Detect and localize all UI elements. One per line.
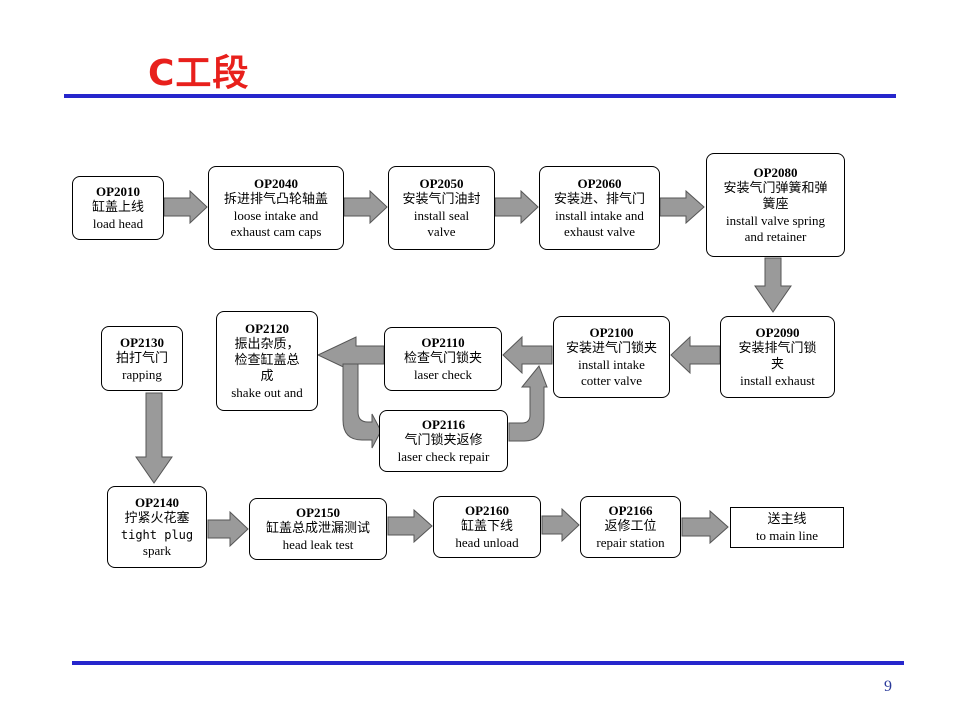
top-divider xyxy=(64,94,896,98)
step-name-en: shake out and xyxy=(231,385,303,400)
step-name-en: install intake and xyxy=(555,208,644,223)
op-code: OP2160 xyxy=(464,503,510,518)
step-name-zh: 检查气门锁夹 xyxy=(403,351,482,366)
step-name-en: repair station xyxy=(596,535,665,550)
step-name-zh: 拆进排气凸轮轴盖 xyxy=(223,192,328,207)
arrow-2130-2140 xyxy=(135,392,173,484)
step-name-zh: 返修工位 xyxy=(604,519,657,534)
step-name-en: install exhaust xyxy=(740,373,815,388)
op-code: OP2110 xyxy=(421,335,465,350)
step-op2080: OP2080 安装气门弹簧和弹 簧座 install valve spring … xyxy=(706,153,845,257)
arrow-2116-2100 xyxy=(508,365,548,442)
arrow-2110-2116 xyxy=(342,363,382,449)
op-code: OP2166 xyxy=(608,503,653,518)
step-name-en: laser check xyxy=(413,367,473,382)
step-op2120: OP2120 振出杂质， 检查缸盖总 成 shake out and xyxy=(216,311,318,411)
step-op2166: OP2166 返修工位 repair station xyxy=(580,496,681,558)
step-name-zh: 安装进、排气门 xyxy=(553,192,645,207)
step-name-zh: 安装气门油封 xyxy=(402,192,481,207)
step-name-en: to main line xyxy=(755,527,819,543)
step-op2040: OP2040 拆进排气凸轮轴盖 loose intake and exhaust… xyxy=(208,166,344,250)
op-code: OP2120 xyxy=(244,321,290,336)
step-name-en: rapping xyxy=(122,366,162,382)
step-name-en: spark xyxy=(142,543,172,558)
step-op2100: OP2100 安装进气门锁夹 install intake cotter val… xyxy=(553,316,670,398)
step-name-zh: 拍打气门 xyxy=(115,350,168,366)
step-name-en: load head xyxy=(92,216,144,231)
arrow-2080-2090 xyxy=(754,257,792,313)
step-name-en: tight plug xyxy=(120,528,194,542)
step-name-en: install valve spring xyxy=(726,213,825,228)
op-code: OP2130 xyxy=(119,334,165,350)
step-op2060: OP2060 安装进、排气门 install intake and exhaus… xyxy=(539,166,660,250)
step-name-en: exhaust valve xyxy=(563,224,636,239)
step-op2130: OP2130 拍打气门 rapping xyxy=(101,326,183,391)
arrow-2150-2160 xyxy=(387,508,433,544)
step-name-zh: 送主线 xyxy=(767,511,807,527)
step-op2010: OP2010 缸盖上线 load head xyxy=(72,176,164,240)
slide-title: C工段 xyxy=(148,53,250,94)
step-name-zh: 缸盖总成泄漏测试 xyxy=(265,521,370,536)
step-name-en: exhaust cam caps xyxy=(230,224,322,239)
op-code: OP2100 xyxy=(589,325,634,340)
bottom-divider xyxy=(72,661,904,665)
step-name-zh: 安装气门弹簧和弹 xyxy=(723,181,828,196)
step-name-en: head leak test xyxy=(282,537,354,552)
arrow-2050-2060 xyxy=(494,189,539,225)
step-op2116: OP2116 气门锁夹返修 laser check repair xyxy=(379,410,508,472)
step-name-en: head unload xyxy=(455,535,519,550)
step-main-line: 送主线 to main line xyxy=(730,507,844,548)
step-name-zh: 夹 xyxy=(770,357,784,372)
op-code: OP2010 xyxy=(95,184,141,199)
step-op2150: OP2150 缸盖总成泄漏测试 head leak test xyxy=(249,498,387,560)
step-name-zh: 缸盖下线 xyxy=(460,519,513,534)
step-name-zh: 安装排气门锁 xyxy=(738,341,817,356)
step-op2160: OP2160 缸盖下线 head unload xyxy=(433,496,541,558)
arrow-2160-2166 xyxy=(541,507,580,543)
step-op2110: OP2110 检查气门锁夹 laser check xyxy=(384,327,502,391)
arrow-2090-2100 xyxy=(670,335,721,375)
arrow-2110-2120 xyxy=(316,336,385,374)
arrow-2060-2080 xyxy=(659,189,705,225)
step-name-zh: 检查缸盖总 xyxy=(234,353,300,368)
op-code: OP2040 xyxy=(253,176,299,191)
step-name-zh: 拧紧火花塞 xyxy=(124,511,190,526)
step-name-zh: 成 xyxy=(260,369,274,384)
step-op2090: OP2090 安装排气门锁 夹 install exhaust xyxy=(720,316,835,398)
op-code: OP2080 xyxy=(753,165,798,180)
op-code: OP2050 xyxy=(419,176,464,191)
step-name-en: install seal xyxy=(413,208,470,223)
step-name-en: install intake xyxy=(578,357,645,372)
step-name-en: cotter valve xyxy=(581,373,642,388)
arrow-2140-2150 xyxy=(207,510,249,548)
step-op2050: OP2050 安装气门油封 install seal valve xyxy=(388,166,495,250)
step-name-en: and retainer xyxy=(744,229,807,244)
step-name-zh: 振出杂质， xyxy=(234,337,300,352)
arrow-2040-2050 xyxy=(343,189,388,225)
op-code: OP2140 xyxy=(134,495,180,510)
step-name-en: valve xyxy=(427,224,456,239)
step-op2140: OP2140 拧紧火花塞 tight plug spark xyxy=(107,486,207,568)
op-code: OP2150 xyxy=(295,505,341,520)
step-name-zh: 安装进气门锁夹 xyxy=(565,341,657,356)
arrow-2010-2040 xyxy=(163,189,208,225)
page-number: 9 xyxy=(884,678,892,695)
step-name-en: loose intake and xyxy=(233,208,319,223)
op-code: OP2116 xyxy=(421,417,466,432)
step-name-zh: 缸盖上线 xyxy=(91,200,144,215)
op-code: OP2090 xyxy=(755,325,800,340)
arrow-2166-main xyxy=(681,509,729,545)
arrow-2100-2110 xyxy=(502,335,553,375)
step-name-en: laser check repair xyxy=(397,449,490,464)
op-code: OP2060 xyxy=(577,176,622,191)
step-name-zh: 簧座 xyxy=(762,197,789,212)
step-name-zh: 气门锁夹返修 xyxy=(404,433,483,448)
